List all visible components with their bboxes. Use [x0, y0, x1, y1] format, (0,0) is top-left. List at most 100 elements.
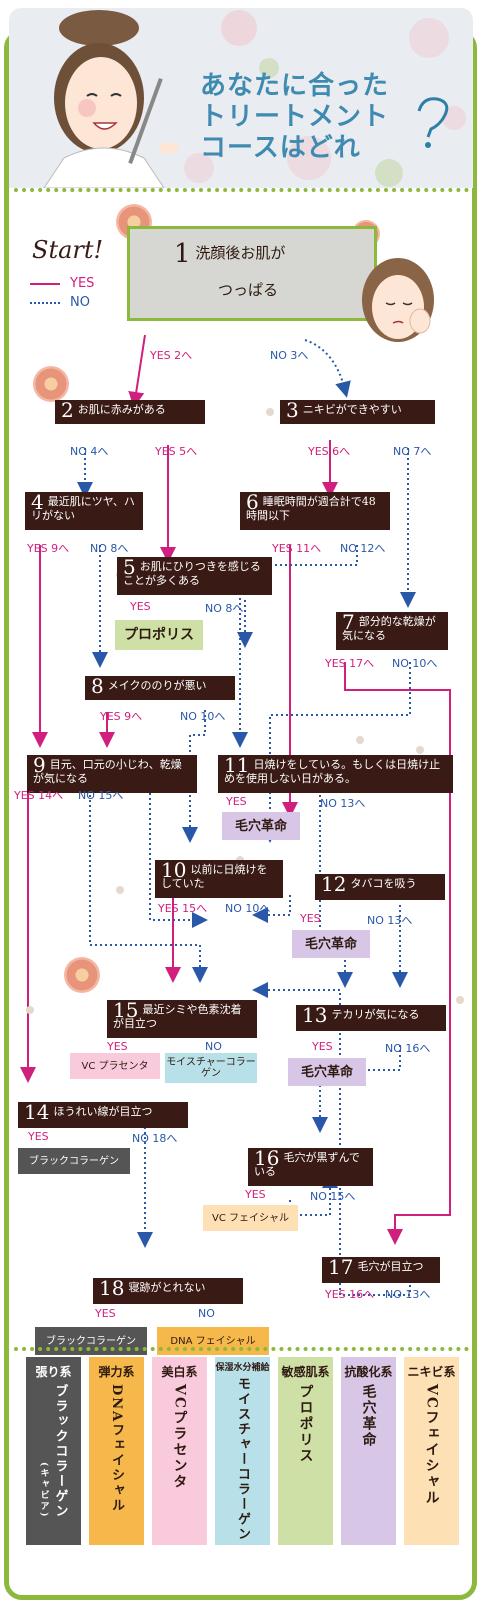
flower-icon [33, 366, 69, 402]
q11-text: 日焼けをしている。もしくは日焼け止めを使用しない日がある。 [224, 758, 441, 785]
label-yes-11: YES 11へ [272, 542, 322, 555]
label-no-8: NO 8へ [90, 542, 129, 555]
result-propolis: プロポリス [115, 620, 203, 650]
header-divider [14, 188, 469, 192]
q17-text: 毛穴が目立つ [357, 1260, 424, 1273]
label-no-15: NO 15へ [78, 789, 124, 802]
title-line-3: コースはどれ [200, 133, 361, 163]
label-no-15-b: NO 15へ [310, 1190, 356, 1203]
woman-illustration [43, 10, 179, 188]
title-line-1: あなたに合った [200, 71, 390, 101]
q9-text: 目元、口元の小じわ、乾燥が気になる [33, 758, 182, 785]
q1-number: 1 [174, 239, 191, 269]
label-yes-16: YES 16へ [325, 1288, 375, 1301]
label-yes-6: YES 6へ [308, 445, 351, 458]
legend-column: ニキビ系 VCフェイシャル [404, 1357, 459, 1545]
flower-icon [64, 957, 100, 993]
q11-number: 11 [224, 752, 250, 777]
header-pattern [184, 10, 466, 187]
yes-legend-text: YES [70, 276, 95, 291]
label-yes-9-b: YES 9へ [100, 710, 143, 723]
label-yes-11-result: YES [226, 795, 247, 808]
legend-column: 弾力系 DNAフェイシャル [89, 1357, 144, 1545]
legend-category: 美白系 [161, 1365, 198, 1379]
legend-product: プロポリス [297, 1384, 314, 1464]
no-legend-text: NO [70, 295, 90, 310]
question-1-box: 1 洗顔後お肌が つっぱる [127, 226, 377, 321]
q13-number: 13 [302, 1002, 328, 1027]
label-no-10-b: NO 10へ [180, 710, 226, 723]
q13-text: テカリが気になる [331, 1008, 420, 1021]
label-no-10-c: NO 10へ [225, 902, 271, 915]
legend-column: 美白系 VCプラセンタ [152, 1357, 207, 1545]
q9-number: 9 [33, 752, 46, 777]
result-pore-2: 毛穴革命 [292, 930, 370, 958]
title-line-2: トリートメント [200, 102, 390, 132]
header-banner [9, 8, 473, 188]
legend-product: VCフェイシャル [423, 1384, 440, 1507]
label-no-3: NO 3へ [270, 349, 309, 362]
label-yes-17: YES 17へ [325, 657, 375, 670]
legend-product: DNAフェイシャル [109, 1384, 124, 1514]
q15-text: 最近シミや色素沈着が目立つ [113, 1003, 242, 1030]
q18-number: 18 [99, 1275, 125, 1300]
q4-number: 4 [31, 489, 44, 514]
legend-column: 張り系(キャビア)ブラックコラーゲン [26, 1357, 81, 1545]
q16-number: 16 [254, 1145, 280, 1170]
legend-category: 保湿水分補給 [215, 1363, 270, 1373]
q10-text: 以前に日焼けをしていた [161, 863, 268, 890]
q7-text: 部分的な乾燥が気になる [342, 615, 436, 642]
q6-text: 睡眠時間が週合計で48時間以下 [246, 495, 376, 522]
q12-number: 12 [321, 871, 347, 896]
result-pore-3: 毛穴革命 [288, 1058, 366, 1086]
q3-number: 3 [286, 397, 299, 422]
label-no-12: NO 12へ [340, 542, 386, 555]
label-yes-13-result: YES [312, 1040, 333, 1053]
label-yes-5-result: YES [130, 600, 151, 613]
q6-number: 6 [246, 489, 259, 514]
legend-category: 張り系 [35, 1365, 72, 1379]
label-yes-14-result: YES [28, 1130, 49, 1143]
q17-number: 17 [328, 1254, 354, 1279]
question-mark-icon [417, 97, 449, 148]
legend-category: 抗酸化系 [344, 1365, 393, 1379]
label-yes-5: YES 5へ [155, 445, 198, 458]
q14-text: ほうれい線が目立つ [53, 1105, 153, 1118]
label-no-13: NO 13へ [320, 797, 366, 810]
result-moisture-collagen: モイスチャーコラーゲン [165, 1053, 257, 1083]
yes-legend-line [30, 283, 60, 285]
q16-text: 毛穴が黒ずんでいる [254, 1151, 360, 1178]
label-no-15-result: NO [205, 1040, 222, 1053]
q7-number: 7 [342, 609, 355, 634]
legend-product: ブラックコラーゲン [52, 1384, 68, 1519]
label-yes-15-result: YES [107, 1040, 128, 1053]
q1-text-1: 洗顔後お肌が [195, 244, 286, 262]
result-pore-1: 毛穴革命 [222, 812, 300, 840]
label-yes-9: YES 9へ [27, 542, 70, 555]
legend-product: モイスチャーコラーゲン [235, 1377, 250, 1542]
no-legend-line [30, 302, 60, 304]
legend-product: VCプラセンタ [171, 1384, 188, 1491]
legend-category: ニキビ系 [407, 1365, 456, 1379]
start-label: Start! [32, 236, 104, 264]
q4-text: 最近肌にツヤ、ハリがない [31, 495, 135, 522]
legend-category: 敏感肌系 [281, 1365, 330, 1379]
worried-woman-illustration [362, 258, 434, 342]
q5-number: 5 [123, 554, 136, 579]
legend-category: 弾力系 [98, 1365, 135, 1379]
q15-number: 15 [113, 997, 139, 1022]
q8-text: メイクののりが悪い [107, 679, 207, 692]
q10-number: 10 [161, 857, 187, 882]
q18-text: 寝跡がとれない [128, 1281, 206, 1294]
label-no-13-b: NO 13へ [367, 914, 413, 927]
